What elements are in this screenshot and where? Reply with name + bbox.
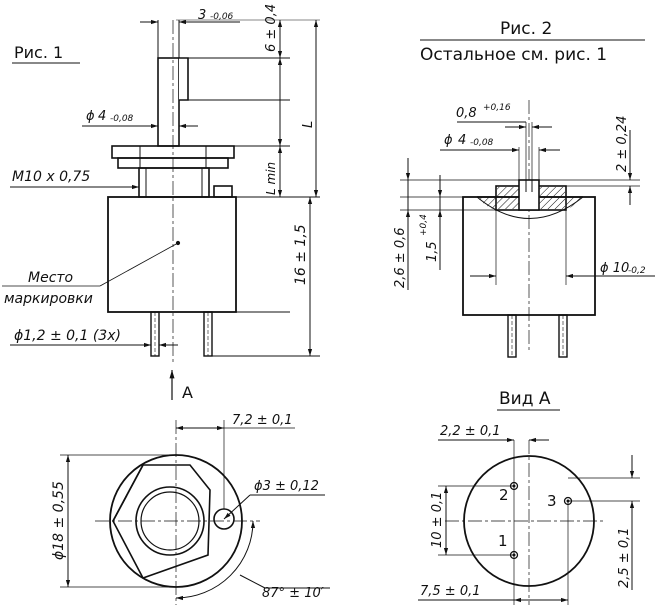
dim-fig2-shaft-dia-tol: -0,08 xyxy=(470,138,494,148)
dim-shaft-dia-sym: ϕ xyxy=(86,109,95,124)
dim-lug-offset: 7,2 ± 0,1 xyxy=(232,413,293,428)
dim-recess-depth-2: 1,5 xyxy=(425,241,440,262)
dim-recess-depth-2-tol: +0,4 xyxy=(419,214,429,236)
fig1-caption: Рис. 1 xyxy=(14,43,63,62)
dim-body-height: 16 ± 1,5 xyxy=(293,224,309,285)
dim-pin-pitch: 7,5 ± 0,1 xyxy=(420,584,481,599)
dim-bottom-body-dia: ϕ18 ± 0,55 xyxy=(51,481,67,560)
dim-angle: 87° ± 10′ xyxy=(262,586,324,601)
dim-fig2-shaft-dia: 4 xyxy=(458,133,466,148)
view-a-drawing: Вид А 2 1 3 2,2 ± 0,1 10 xyxy=(418,389,640,605)
fig2-note: Остальное см. рис. 1 xyxy=(420,45,607,65)
marking-label-1: Место xyxy=(28,270,73,286)
bottom-view-drawing: 7,2 ± 0,1 ϕ3 ± 0,12 ϕ18 ± 0,55 87° ± 10′ xyxy=(51,413,330,605)
dim-recess-depth: 2,6 ± 0,6 xyxy=(393,227,408,288)
dim-fig2-shaft-dia-sym: ϕ xyxy=(444,133,453,148)
pin-label-2: 2 xyxy=(499,486,509,504)
fig2-caption: Рис. 2 xyxy=(500,19,552,39)
dim-shaft-dia: 4 xyxy=(98,109,106,124)
dim-thread-length: L min xyxy=(264,162,278,195)
fig1-drawing: Рис. 1 xyxy=(2,4,320,402)
dim-shaft-length: L xyxy=(301,121,316,128)
dim-pin-offset-y: 2,5 ± 0,1 xyxy=(617,527,632,588)
dim-fig2-body-dia-tol: -0,2 xyxy=(628,266,646,276)
dim-shaft-protrusion: 2 ± 0,24 xyxy=(615,116,630,172)
dim-pin-offset-x: 2,2 ± 0,1 xyxy=(440,424,501,439)
dim-fig2-body-dia: ϕ 10 xyxy=(600,261,629,276)
fig2-drawing: Рис. 2 Остальное см. рис. 1 xyxy=(393,19,655,358)
dim-pin-dia: ϕ1,2 ± 0,1 (3x) xyxy=(14,328,121,344)
pin-label-1: 1 xyxy=(498,532,508,550)
dim-slot-width: 0,8 xyxy=(456,106,477,121)
dim-pin-spacing: 10 ± 0,1 xyxy=(430,492,445,548)
dim-flat-width-tol: -0,06 xyxy=(210,12,234,22)
dim-flat-length: 6 ± 0,4 xyxy=(264,4,279,52)
view-arrow-label: A xyxy=(182,383,193,402)
dim-flat-width: 3 xyxy=(198,8,206,23)
marking-label-2: маркировки xyxy=(4,291,93,307)
view-a-caption: Вид А xyxy=(499,389,551,409)
dim-thread: M10 x 0,75 xyxy=(12,169,90,185)
dim-shaft-dia-tol: -0,08 xyxy=(110,114,134,124)
dim-hole-dia: ϕ3 ± 0,12 xyxy=(254,479,319,494)
dim-slot-width-tol: +0,16 xyxy=(483,103,511,113)
pin-label-3: 3 xyxy=(547,492,557,510)
